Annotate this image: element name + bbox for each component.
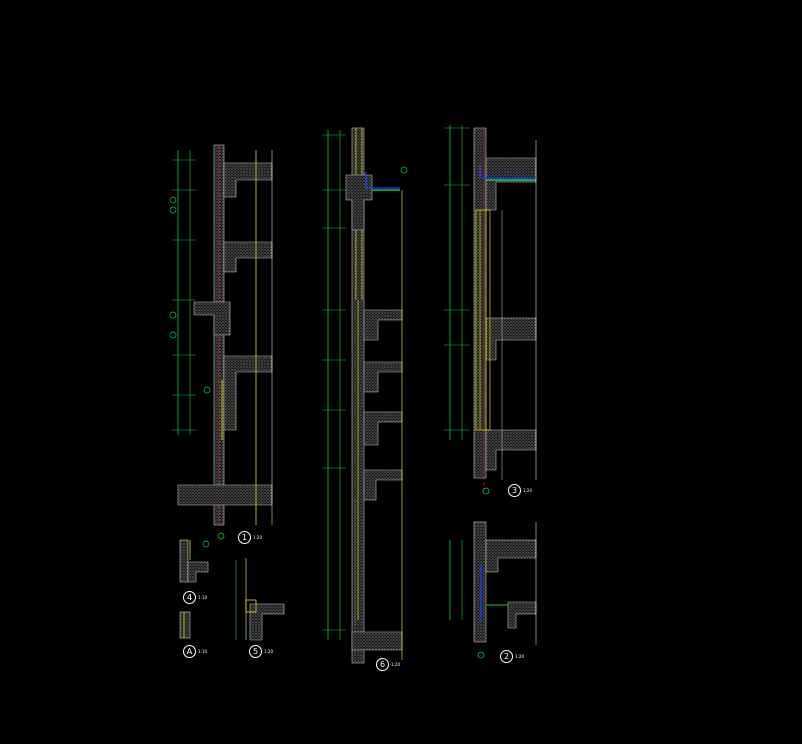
detail-scale-4: 1:10: [198, 595, 207, 600]
detail-scale-3: 1:20: [523, 488, 532, 493]
detail-scale-1: 1:20: [253, 535, 262, 540]
detail-1-section: [169, 144, 273, 540]
detail-number-4: 4: [183, 591, 196, 604]
detail-scale-2: 1:20: [515, 654, 524, 659]
detail-6-section: [322, 127, 408, 664]
detail-3-section: [444, 125, 537, 495]
detail-number-3: 3: [508, 484, 521, 497]
detail-number-2: 2: [500, 650, 513, 663]
detail-2-section: [449, 521, 537, 659]
detail-4-section: [179, 539, 210, 583]
detail-5-section: [235, 558, 285, 641]
detail-number-1: 1: [238, 531, 251, 544]
detail-A-section: [179, 611, 191, 639]
detail-number-6: 6: [376, 658, 389, 671]
detail-scale-5: 1:20: [264, 649, 273, 654]
detail-scale-A: 1:10: [198, 649, 207, 654]
detail-number-A: A: [183, 645, 196, 658]
detail-scale-6: 1:20: [391, 662, 400, 667]
detail-number-5: 5: [249, 645, 262, 658]
